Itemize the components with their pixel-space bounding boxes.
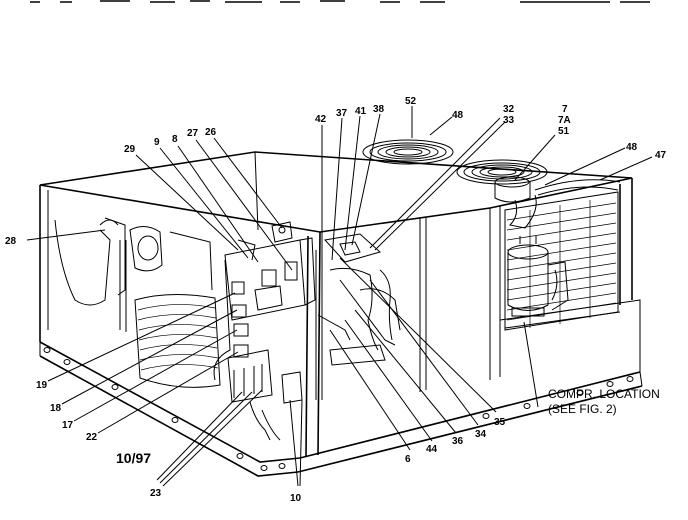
center-components: [315, 233, 401, 400]
date-code: 10/97: [116, 450, 151, 466]
label-34: 34: [475, 429, 487, 440]
label-42: 42: [315, 114, 327, 125]
label-44: 44: [426, 444, 438, 455]
label-52: 52: [405, 96, 417, 107]
label-33: 33: [503, 115, 515, 126]
label-36: 36: [452, 436, 464, 447]
label-6: 6: [405, 454, 411, 465]
label-28: 28: [5, 236, 17, 247]
heat-exchanger: [134, 259, 231, 388]
label-22: 22: [86, 432, 98, 443]
label-27: 27: [187, 128, 199, 139]
label-18: 18: [50, 403, 62, 414]
fan-motor-assembly: [494, 176, 621, 229]
label-32: 32: [503, 104, 515, 115]
label-17: 17: [62, 420, 74, 431]
compressor: [507, 236, 569, 317]
label-29: 29: [124, 144, 136, 155]
label-19: 19: [36, 380, 48, 391]
label-37: 37: [336, 108, 348, 119]
blower-section: [54, 217, 213, 332]
leader-lines: [26, 106, 653, 487]
label-41: 41: [355, 106, 367, 117]
part-labels: 52 48 32 33 7 7A 51 48 47 42 37 41 38 29…: [5, 96, 667, 504]
label-7a: 7A: [558, 115, 571, 126]
label-48-top: 48: [452, 110, 464, 121]
label-10: 10: [290, 493, 302, 504]
condenser-fan-grilles: [362, 139, 548, 185]
see-fig-note: (SEE FIG. 2): [548, 402, 617, 416]
top-edge-marks: [30, 0, 650, 3]
label-48-right: 48: [626, 142, 638, 153]
cabinet: [39, 151, 643, 477]
label-38: 38: [373, 104, 385, 115]
control-box: [224, 221, 316, 358]
label-51: 51: [558, 126, 570, 137]
label-26: 26: [205, 127, 217, 138]
compr-location-note: COMPR. LOCATION: [548, 387, 660, 401]
condenser-coil: [504, 191, 619, 331]
label-23: 23: [150, 488, 162, 499]
label-8: 8: [172, 134, 178, 145]
label-9: 9: [154, 137, 160, 148]
label-7: 7: [562, 104, 568, 115]
label-47: 47: [655, 150, 667, 161]
label-35: 35: [494, 417, 506, 428]
